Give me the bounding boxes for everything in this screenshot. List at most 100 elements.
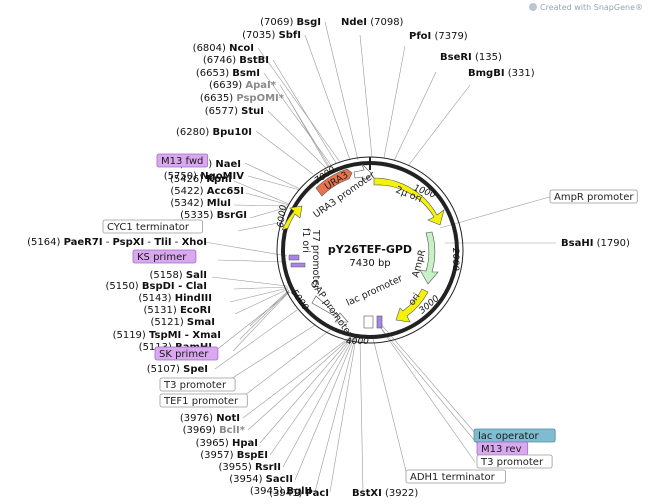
- enzyme-coord: (5158): [149, 270, 185, 281]
- feature-box-label: CYC1 terminator: [107, 222, 190, 233]
- feature-box-label: T3 promoter: [163, 380, 227, 391]
- enzyme-bglii: (3945) BglII: [250, 486, 312, 497]
- enzyme-coord: (7098): [367, 17, 404, 28]
- enzyme-coord: (6746): [203, 55, 239, 66]
- enzyme-coord: (3922): [382, 488, 419, 499]
- enzyme-name: NaeI: [215, 159, 241, 170]
- enzyme-paci: (3941) PacI: [269, 488, 329, 499]
- feature-box-bg: [405, 469, 506, 484]
- enzyme-name: BstBI: [239, 55, 269, 66]
- enzyme-name: BsmI: [232, 68, 260, 79]
- enzyme-sbfi: (7035) SbfI: [242, 30, 301, 41]
- plasmid-name: pY26TEF-GPD: [328, 243, 412, 256]
- feature-box-tef1-promoter: TEF1 promoter: [159, 393, 248, 408]
- enzyme-name: EcoRI: [180, 305, 211, 316]
- enzyme-coord: (135): [472, 52, 502, 63]
- enzyme-name: Bpu10I: [212, 127, 252, 138]
- enzyme-ecori: (5131) EcoRI: [144, 305, 212, 316]
- enzyme-name: Acc65I: [207, 186, 244, 197]
- ura3-feature: [315, 168, 353, 197]
- enzyme-name: StuI: [241, 106, 264, 117]
- enzyme-name: BseRI: [440, 52, 472, 63]
- enzyme-coord: (7035): [242, 30, 278, 41]
- enzyme-name: HpaI: [232, 438, 258, 449]
- enzyme-coord: (3941): [269, 488, 305, 499]
- enzyme-labels-top-right: NdeI (7098) PfoI (7379) BseRI (135) BmgBI (…: [341, 17, 630, 249]
- tick-2000: 2000: [450, 248, 460, 271]
- enzyme-coord: (5422): [170, 186, 206, 197]
- enzyme-mlui: (5342) MluI: [170, 198, 231, 209]
- enzyme-coord: (5164): [27, 237, 63, 248]
- enzyme-coord: (331): [505, 68, 535, 79]
- enzyme-name: NcoI: [229, 43, 254, 54]
- tick-4000: 4000: [346, 337, 369, 347]
- enzyme-coord: (1790): [593, 238, 630, 249]
- enzyme-name: PspXI: [113, 237, 145, 248]
- enzyme-bstbi: (6746) BstBI: [203, 55, 269, 66]
- leader-lines: [204, 21, 556, 493]
- feature-box-label: M13 fwd: [161, 156, 203, 167]
- feature-box-bg: [159, 377, 236, 392]
- f1-ori-feature: [281, 205, 303, 231]
- feature-box-label: KS primer: [137, 252, 187, 263]
- enzyme-name: XhoI: [182, 237, 207, 248]
- enzyme-hpai: (3965) HpaI: [196, 438, 258, 449]
- enzyme-apai: (6639) ApaI*: [209, 80, 277, 91]
- feature-box-bg: [159, 393, 248, 408]
- enzyme-coord: (5335): [180, 210, 216, 221]
- enzyme-ncoi: (6804) NcoI: [193, 43, 254, 54]
- enzyme-name: PspOMI*: [236, 93, 284, 104]
- feature-box-lac-operator: lac operator: [473, 428, 556, 443]
- tick-6000: 6000: [276, 204, 289, 228]
- feature-box-cyc1-terminator: CYC1 terminator: [102, 219, 203, 234]
- enzyme-coord: (6653): [196, 68, 232, 79]
- lac-promoter-label: lac promoter: [345, 273, 405, 309]
- enzyme-bsgi: (7069) BsgI: [260, 17, 321, 28]
- enzyme-coord: (5750): [164, 171, 200, 182]
- enzyme-name: ApaI*: [245, 80, 276, 91]
- enzyme-coord: (5107): [147, 364, 183, 375]
- enzyme-coord: (6635): [200, 93, 236, 104]
- enzyme-tspmi-xmai: (5119) TspMI - XmaI: [113, 330, 221, 341]
- enzyme-pfoi: PfoI (7379): [409, 31, 468, 42]
- feature-box-bg: [476, 454, 553, 469]
- enzyme-bseri: BseRI (135): [440, 52, 502, 63]
- enzyme-name: BglII: [286, 486, 312, 497]
- enzyme-sali: (5158) SalI: [149, 270, 207, 281]
- enzyme-coord: (3965): [196, 438, 232, 449]
- enzyme-name: TliI: [154, 237, 171, 248]
- enzyme-coord: (7379): [431, 31, 468, 42]
- enzyme-rsrii: (3955) RsrII: [219, 462, 281, 473]
- enzyme-ndei: NdeI (7098): [341, 17, 404, 28]
- enzyme-noti: (3976) NotI: [180, 413, 240, 424]
- enzyme-bcli: (3969) BclI*: [183, 425, 246, 436]
- t7-promoter-label: T7 promoter: [310, 229, 321, 289]
- feature-box-bg: [549, 189, 638, 204]
- enzyme-name: SalI: [186, 270, 207, 281]
- enzyme-coord: (6280): [176, 127, 212, 138]
- enzyme-spei: (5107) SpeI: [147, 364, 208, 375]
- enzyme-acc65i: (5422) Acc65I: [170, 186, 244, 197]
- enzyme-name: PacI: [306, 488, 329, 499]
- enzyme-coord: (5342): [170, 198, 206, 209]
- feature-box-label: SK primer: [159, 349, 209, 360]
- feature-box-m13-rev: M13 rev: [476, 441, 529, 456]
- feature-box-bg: [132, 249, 197, 264]
- enzyme-coord: (3969): [183, 425, 219, 436]
- enzyme-stui: (6577) StuI: [205, 106, 264, 117]
- enzyme-bmgbi: BmgBI (331): [468, 68, 535, 79]
- enzyme-coord: (3954): [229, 474, 265, 485]
- enzyme-bsrgi: (5335) BsrGI: [180, 210, 247, 221]
- enzyme-labels-misc: (5164) PaeR7I - PspXI - TliI - XhoI(5107…: [27, 237, 418, 499]
- enzyme-name: BsrGI: [217, 210, 247, 221]
- feature-box-label: lac operator: [478, 431, 539, 442]
- enzyme-coord: (5143): [138, 293, 174, 304]
- enzyme-coord: (5150): [105, 281, 141, 292]
- two-micron-ori-feature: [373, 177, 445, 226]
- feature-box-t3-promoter: T3 promoter: [476, 454, 553, 469]
- t7-mark-top: [288, 254, 300, 261]
- enzyme-coord: (3955): [219, 462, 255, 473]
- enzyme-bspei: (3957) BspEI: [200, 450, 268, 461]
- snapgene-logo-icon: [529, 3, 538, 11]
- enzyme-name: SacII: [266, 474, 293, 485]
